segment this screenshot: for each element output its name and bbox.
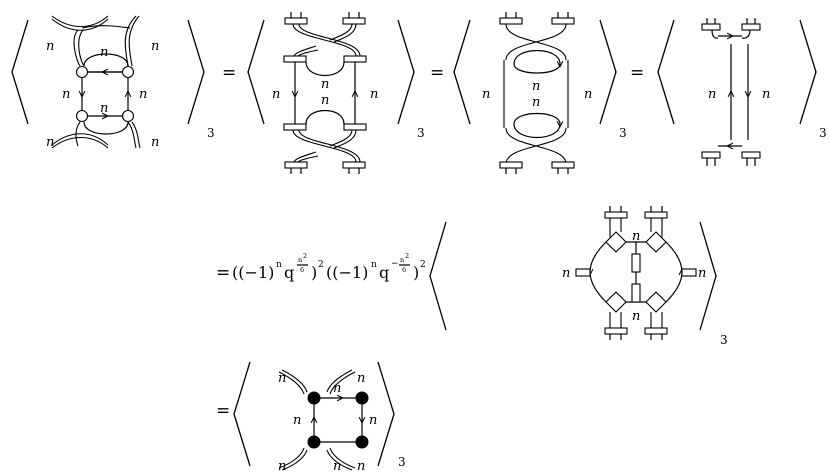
angle-bracket-left bbox=[429, 221, 447, 331]
label-n: n bbox=[151, 39, 159, 54]
vertex-black-br bbox=[355, 435, 369, 449]
square-b: 2 bbox=[420, 260, 426, 270]
angle-bracket-right bbox=[699, 221, 717, 331]
subscript-3: 3 bbox=[619, 126, 627, 140]
vertex-bottom-right bbox=[121, 109, 135, 123]
subscript-3: 3 bbox=[417, 126, 425, 140]
frac-num-a: n bbox=[298, 256, 302, 264]
label-n: n bbox=[321, 93, 329, 108]
factor-open-a: ((−1) bbox=[232, 263, 274, 282]
diagram-1-trivalent-square: 3 n n n n n n n n bbox=[11, 15, 215, 150]
angle-bracket-right bbox=[187, 19, 205, 125]
angle-bracket-left bbox=[453, 19, 471, 125]
frac-sq-a: 2 bbox=[303, 252, 307, 260]
exp-minus-b: − bbox=[391, 259, 399, 269]
equals-sign: = bbox=[630, 63, 644, 83]
label-n: n bbox=[333, 459, 341, 472]
angle-bracket-right bbox=[599, 19, 617, 125]
label-n: n bbox=[151, 135, 159, 150]
vertex-black-tr bbox=[355, 391, 369, 405]
vertex-black-bl bbox=[307, 435, 321, 449]
label-n: n bbox=[532, 95, 540, 110]
vertex-black-tl bbox=[307, 391, 321, 405]
angle-bracket-left bbox=[233, 361, 251, 467]
label-n: n bbox=[584, 87, 592, 102]
q-b: q bbox=[379, 263, 389, 282]
label-n: n bbox=[278, 371, 286, 386]
diagram-4-two-strands: 3 n n bbox=[657, 18, 827, 166]
factor-close-b: ) bbox=[413, 263, 419, 282]
label-n: n bbox=[62, 87, 70, 102]
label-n: n bbox=[762, 87, 770, 102]
angle-bracket-right bbox=[377, 361, 395, 467]
factor-close-a: ) bbox=[311, 263, 317, 282]
label-n: n bbox=[632, 229, 640, 244]
label-n: n bbox=[272, 87, 280, 102]
factor-open-b: ((−1) bbox=[326, 263, 368, 282]
label-n: n bbox=[632, 309, 640, 324]
label-n: n bbox=[532, 79, 540, 94]
vertex-top-right bbox=[121, 65, 135, 79]
label-n: n bbox=[369, 413, 377, 428]
diagram-3-double-loop: 3 n n n n bbox=[453, 12, 627, 174]
angle-bracket-right bbox=[799, 19, 817, 125]
subscript-3: 3 bbox=[720, 333, 728, 347]
equals-sign: = bbox=[222, 63, 236, 83]
exponent-n-b: n bbox=[371, 260, 377, 270]
frac-sq-b: 2 bbox=[405, 252, 409, 260]
label-n: n bbox=[46, 135, 54, 150]
subscript-3: 3 bbox=[207, 126, 215, 140]
label-n: n bbox=[698, 266, 706, 281]
equals-sign: = bbox=[216, 263, 230, 283]
row-2-phase-factor: = ((−1) n q n 2 6 ) 2 ((−1) n q − n 2 6 … bbox=[216, 206, 728, 347]
label-n: n bbox=[139, 87, 147, 102]
label-n: n bbox=[482, 87, 490, 102]
label-n: n bbox=[357, 459, 365, 472]
frac-num-b: n bbox=[400, 256, 404, 264]
label-n: n bbox=[333, 381, 341, 396]
label-n: n bbox=[100, 101, 108, 116]
angle-bracket-left bbox=[11, 19, 29, 125]
label-n: n bbox=[321, 77, 329, 92]
row-3-black-vertex-square: = 3 n n n n n n n n bbox=[216, 361, 406, 472]
label-n: n bbox=[100, 45, 108, 60]
q-a: q bbox=[284, 263, 294, 282]
square-a: 2 bbox=[318, 260, 324, 270]
frac-den-b: 6 bbox=[402, 266, 406, 274]
equals-sign: = bbox=[430, 63, 444, 83]
angle-bracket-right bbox=[397, 19, 415, 125]
label-n: n bbox=[708, 87, 716, 102]
vertex-bottom-left bbox=[75, 109, 89, 123]
angle-bracket-left bbox=[247, 19, 265, 125]
exponent-n-a: n bbox=[276, 260, 282, 270]
label-n: n bbox=[278, 459, 286, 472]
label-n: n bbox=[46, 39, 54, 54]
label-n: n bbox=[293, 413, 301, 428]
frac-den-a: 6 bbox=[300, 266, 304, 274]
label-n: n bbox=[562, 266, 570, 281]
label-n: n bbox=[357, 371, 365, 386]
angle-bracket-left bbox=[657, 19, 675, 125]
vertex-top-left bbox=[75, 65, 89, 79]
diagram-2-projector-crossing: 3 n n n n bbox=[247, 12, 425, 174]
label-n: n bbox=[370, 87, 378, 102]
equals-sign: = bbox=[216, 401, 230, 421]
subscript-3: 3 bbox=[819, 126, 827, 140]
subscript-3: 3 bbox=[398, 455, 406, 469]
